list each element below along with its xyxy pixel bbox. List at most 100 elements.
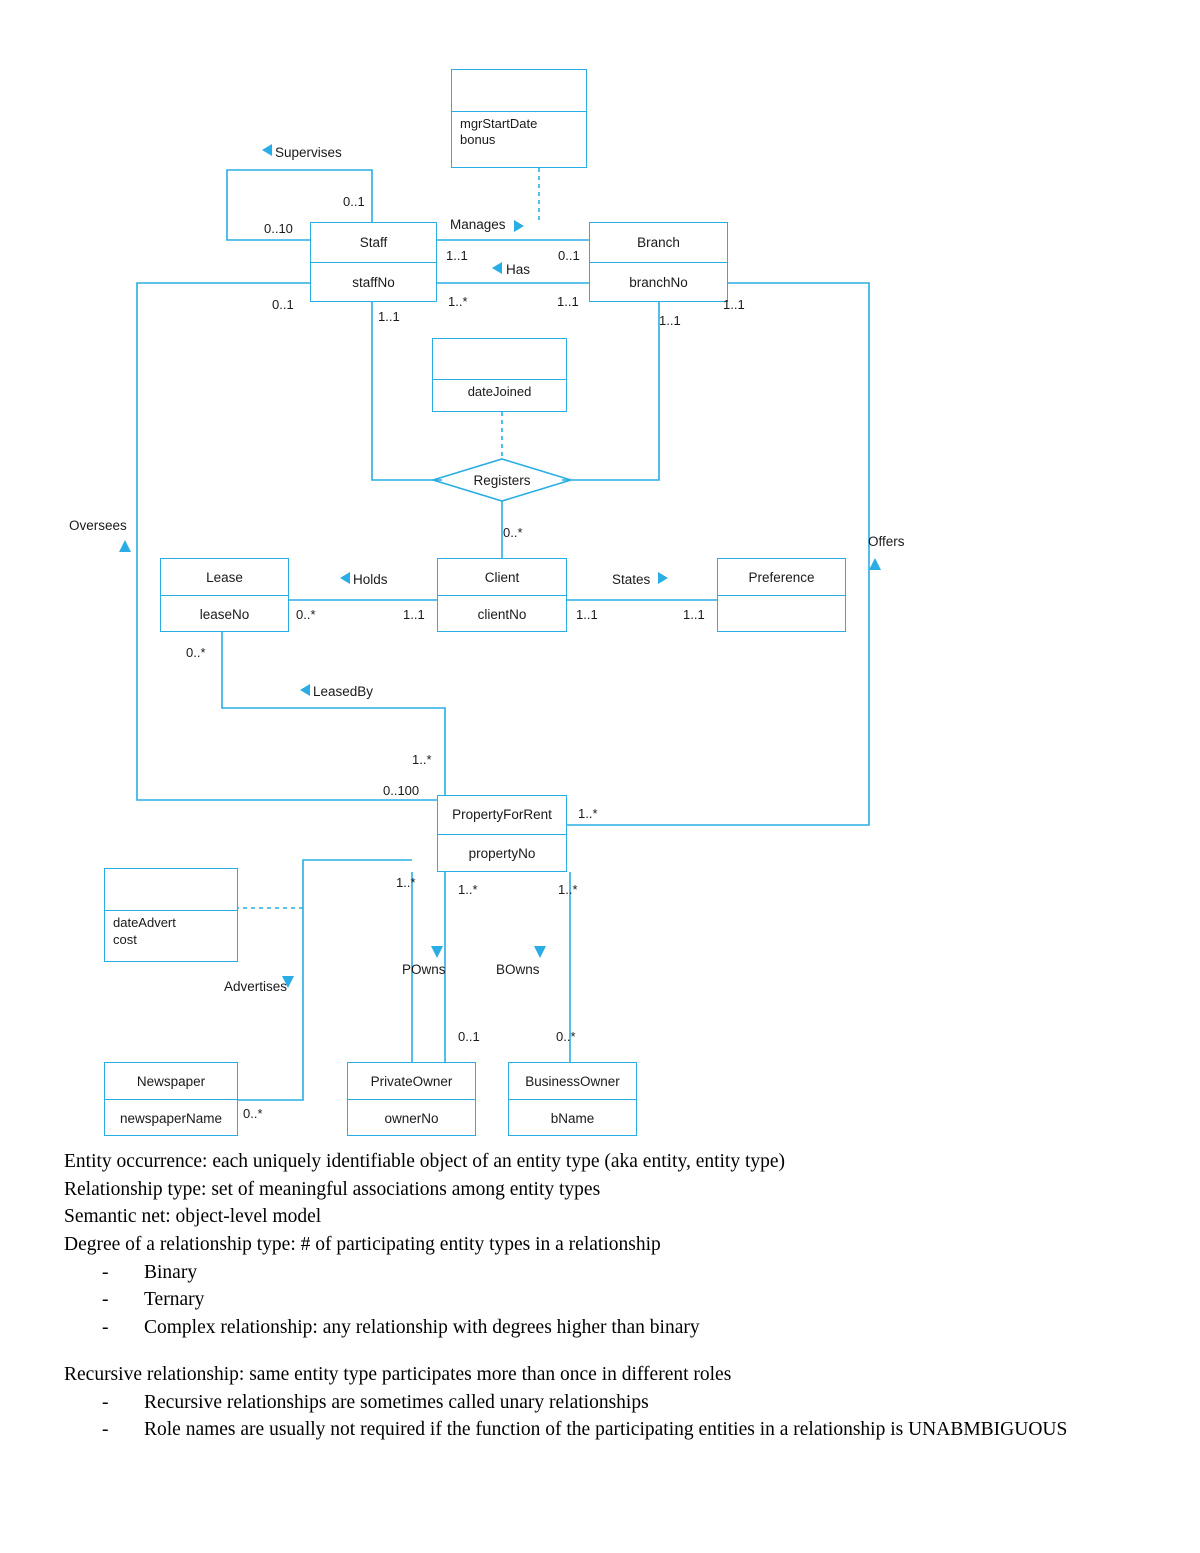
entity-privateowner[interactable]: PrivateOwner ownerNo — [347, 1062, 476, 1136]
manages-attr-line-2: bonus — [460, 131, 496, 147]
entity-branch-name: Branch — [637, 235, 680, 250]
multiplicity-property-bowns: 1..* — [558, 882, 578, 897]
entity-newspaper[interactable]: Newspaper newspaperName — [104, 1062, 238, 1136]
entity-client-name: Client — [484, 569, 520, 585]
relationship-states-label: States — [612, 572, 651, 587]
bullet-dash: - — [102, 1289, 109, 1311]
multiplicity-staff-manages: 1..1 — [446, 248, 468, 263]
manages-association-class: mgrStartDate bonus — [451, 69, 587, 168]
list-item: -Recursive relationships are sometimes c… — [102, 1389, 1154, 1417]
entity-lease-attr: leaseNo — [161, 595, 288, 632]
entity-privateowner-name: PrivateOwner — [370, 1073, 453, 1089]
relationship-registers-label: Registers — [473, 472, 531, 488]
multiplicity-property-advertises: 1..* — [396, 875, 416, 890]
powns-arrow — [431, 946, 443, 958]
list-item: - Binary — [102, 1259, 1154, 1287]
relationship-oversees-label: Oversees — [69, 518, 127, 533]
entity-businessowner-attr: bName — [509, 1099, 636, 1136]
note-bullet-list-2: -Recursive relationships are sometimes c… — [64, 1389, 1154, 1444]
entity-branch-attr: branchNo — [590, 262, 727, 302]
relationship-offers-label: Offers — [868, 534, 905, 549]
entity-preference-name: Preference — [748, 569, 815, 585]
multiplicity-client-states: 1..1 — [576, 607, 598, 622]
advertises-attr-line-2: cost — [113, 931, 137, 947]
bullet-dash: - — [102, 1261, 109, 1283]
multiplicity-property-leasedby: 1..* — [412, 752, 432, 767]
multiplicity-staff-has: 1..* — [448, 294, 468, 309]
multiplicity-property-powns: 1..* — [458, 882, 478, 897]
entity-staff-attr: staffNo — [311, 262, 436, 302]
advertises-association-class: dateAdvert cost — [104, 868, 238, 962]
list-item: - Complex relationship: any relationship … — [102, 1314, 1154, 1342]
entity-businessowner[interactable]: BusinessOwner bName — [508, 1062, 637, 1136]
multiplicity-branch-has: 1..1 — [557, 294, 579, 309]
multiplicity-branch-registers: 1..1 — [659, 313, 681, 328]
list-item-text: Binary — [144, 1261, 198, 1283]
er-diagram: mgrStartDate bonus Staff staffNo Branch … — [69, 69, 905, 1136]
note-line-4: Degree of a relationship type: # of part… — [64, 1234, 661, 1256]
entity-newspaper-attr: newspaperName — [105, 1099, 237, 1136]
list-item-text: Role names are usually not required if t… — [144, 1419, 1068, 1441]
supervises-arrow — [262, 144, 272, 156]
relationship-advertises-label: Advertises — [224, 979, 288, 994]
entity-preference-attr — [718, 595, 845, 632]
advertises-arrow — [282, 976, 294, 988]
multiplicity-supervises-left: 0..10 — [264, 221, 293, 236]
multiplicity-businessowner-bowns: 0..* — [556, 1029, 576, 1044]
entity-businessowner-name: BusinessOwner — [525, 1073, 620, 1089]
multiplicity-lease-leasedby: 0..* — [186, 645, 206, 660]
lecture-notes: Entity occurrence: each uniquely identif… — [64, 1148, 1154, 1444]
entity-propertyforrent-attr: propertyNo — [438, 833, 566, 873]
multiplicity-staff-oversees: 0..1 — [272, 297, 294, 312]
multiplicity-branch-offers: 1..1 — [723, 297, 745, 312]
entity-preference[interactable]: Preference — [717, 558, 846, 632]
relationship-supervises-label: Supervises — [275, 145, 342, 160]
oversees-arrow — [119, 540, 131, 552]
list-item-text: Complex relationship: any relationship w… — [144, 1317, 700, 1339]
multiplicity-branch-manages: 0..1 — [558, 248, 580, 263]
list-item: - Role names are usually not required if … — [102, 1416, 1154, 1444]
relationship-holds-label: Holds — [353, 572, 388, 587]
entity-client-attr: clientNo — [438, 595, 566, 632]
entity-lease[interactable]: Lease leaseNo — [160, 558, 289, 632]
multiplicity-lease-holds: 0..* — [296, 607, 316, 622]
multiplicity-supervises-top: 0..1 — [343, 194, 365, 209]
bullet-dash: - — [102, 1391, 109, 1413]
multiplicity-staff-registers: 1..1 — [378, 309, 400, 324]
multiplicity-newspaper-advertises: 0..* — [243, 1106, 263, 1121]
relationship-powns-label: POwns — [402, 962, 446, 977]
note-line-3: Semantic net: object-level model — [64, 1206, 322, 1228]
holds-arrow — [340, 572, 350, 584]
entity-privateowner-attr: ownerNo — [348, 1099, 475, 1136]
entity-branch[interactable]: Branch branchNo — [589, 222, 728, 302]
note-line-5: Recursive relationship: same entity type… — [64, 1363, 732, 1385]
entity-client[interactable]: Client clientNo — [437, 558, 567, 632]
multiplicity-property-offers: 1..* — [578, 806, 598, 821]
entity-propertyforrent-name: PropertyForRent — [452, 807, 552, 823]
bullet-dash: - — [102, 1419, 109, 1441]
bowns-arrow — [534, 946, 546, 958]
entity-staff[interactable]: Staff staffNo — [310, 222, 437, 302]
multiplicity-privateowner-powns: 0..1 — [458, 1029, 480, 1044]
registers-association-class: dateJoined — [432, 338, 567, 412]
multiplicity-client-registers: 0..* — [503, 525, 523, 540]
list-item: - Ternary — [102, 1286, 1154, 1314]
multiplicity-property-oversees: 0..100 — [383, 783, 420, 798]
diagram-connectors — [119, 144, 881, 1101]
entity-propertyforrent[interactable]: PropertyForRent propertyNo — [437, 795, 567, 872]
relationship-leasedby-label: LeasedBy — [313, 684, 374, 699]
offers-arrow — [869, 558, 881, 570]
note-line-1: Entity occurrence: each uniquely identif… — [64, 1151, 786, 1172]
relationship-manages-label: Manages — [450, 217, 506, 232]
multiplicity-preference-states: 1..1 — [683, 607, 705, 622]
manages-arrow — [514, 220, 524, 232]
states-arrow — [658, 572, 668, 584]
bullet-dash: - — [102, 1317, 109, 1339]
relationship-bowns-label: BOwns — [496, 962, 540, 977]
advertises-attr-line-1: dateAdvert — [113, 915, 176, 931]
leasedby-arrow — [300, 684, 310, 696]
relationship-registers[interactable]: Registers — [432, 458, 572, 502]
list-item-text: Ternary — [144, 1289, 205, 1311]
note-bullet-list-1: - Binary - Ternary - Complex relationship: … — [64, 1259, 1154, 1342]
entity-staff-name: Staff — [359, 235, 388, 250]
